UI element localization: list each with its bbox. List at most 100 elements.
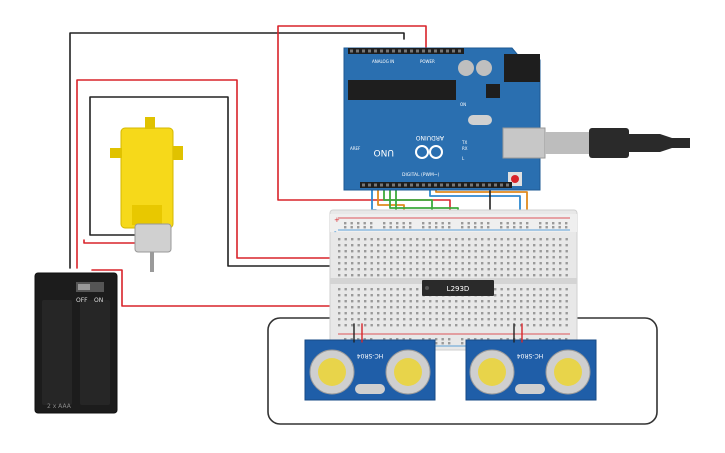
breadboard-hole <box>565 250 568 253</box>
breadboard-hole <box>416 318 419 321</box>
capacitor-2 <box>476 60 492 76</box>
model-label: UNO <box>374 147 394 157</box>
breadboard-hole <box>351 294 354 297</box>
breadboard-hole <box>468 306 471 309</box>
breadboard-hole <box>520 274 523 277</box>
rail-hole <box>467 222 470 225</box>
wire-red-motor-lead <box>83 239 136 244</box>
breadboard-hole <box>468 300 471 303</box>
breadboard-hole <box>461 300 464 303</box>
breadboard-hole <box>435 244 438 247</box>
breadboard-hole <box>539 300 542 303</box>
rail-hole <box>428 222 431 225</box>
rail-hole <box>558 222 561 225</box>
breadboard-hole <box>507 244 510 247</box>
breadboard-hole <box>565 244 568 247</box>
breadboard-hole <box>526 294 529 297</box>
breadboard-hole <box>448 244 451 247</box>
breadboard-hole <box>370 318 373 321</box>
breadboard-hole <box>507 274 510 277</box>
rail-hole <box>558 226 561 229</box>
breadboard-hole <box>474 238 477 241</box>
breadboard-hole <box>396 324 399 327</box>
rail-hole <box>428 338 431 341</box>
breadboard-hole <box>338 324 341 327</box>
breadboard-hole <box>487 238 490 241</box>
rail-hole <box>526 338 529 341</box>
breadboard-hole <box>338 300 341 303</box>
rail-hole <box>480 226 483 229</box>
header-pin <box>422 49 425 53</box>
breadboard-hole <box>539 256 542 259</box>
breadboard-hole <box>416 274 419 277</box>
breadboard-hole <box>500 250 503 253</box>
breadboard-hole <box>533 300 536 303</box>
breadboard-hole <box>416 244 419 247</box>
rail-hole <box>402 222 405 225</box>
rail-hole <box>396 338 399 341</box>
header-pin <box>350 49 353 53</box>
rail-hole <box>370 222 373 225</box>
breadboard-hole <box>403 324 406 327</box>
breadboard-hole <box>383 244 386 247</box>
power-header <box>400 48 464 54</box>
breadboard-hole <box>370 268 373 271</box>
breadboard-hole <box>370 306 373 309</box>
rail-hole <box>422 222 425 225</box>
breadboard-hole <box>513 250 516 253</box>
breadboard-hole <box>487 318 490 321</box>
breadboard-hole <box>546 312 549 315</box>
breadboard-hole <box>364 262 367 265</box>
breadboard-hole <box>338 294 341 297</box>
breadboard-hole <box>409 318 412 321</box>
breadboard-hole <box>520 294 523 297</box>
breadboard-hole <box>520 238 523 241</box>
breadboard-hole <box>559 238 562 241</box>
breadboard-hole <box>468 274 471 277</box>
rail-hole <box>480 338 483 341</box>
breadboard-hole <box>377 300 380 303</box>
breadboard-hole <box>403 312 406 315</box>
breadboard-hole <box>390 294 393 297</box>
breadboard-hole <box>344 262 347 265</box>
breadboard-hole <box>448 312 451 315</box>
rail-hole <box>545 222 548 225</box>
breadboard-hole <box>409 288 412 291</box>
header-pin <box>416 183 419 187</box>
breadboard-hole <box>357 262 360 265</box>
breadboard-hole <box>487 244 490 247</box>
breadboard-hole <box>396 288 399 291</box>
rail-hole <box>350 338 353 341</box>
breadboard-hole <box>455 238 458 241</box>
power-jack <box>504 54 540 82</box>
header-pin <box>464 183 467 187</box>
header-pin <box>428 49 431 53</box>
breadboard-hole <box>351 274 354 277</box>
battery-pack: OFF ON 2 x AAA <box>34 272 118 414</box>
breadboard-hole <box>455 306 458 309</box>
analog-header <box>348 48 420 54</box>
breadboard-hole <box>461 318 464 321</box>
breadboard-hole <box>513 288 516 291</box>
breadboard-hole <box>409 256 412 259</box>
l-label: L <box>462 156 465 161</box>
rail-hole <box>409 226 412 229</box>
breadboard-hole <box>429 312 432 315</box>
breadboard-hole <box>559 294 562 297</box>
header-pin <box>398 49 401 53</box>
breadboard-hole <box>526 268 529 271</box>
breadboard-hole <box>520 306 523 309</box>
breadboard-hole <box>546 250 549 253</box>
breadboard-hole <box>409 312 412 315</box>
breadboard-hole <box>377 324 380 327</box>
breadboard-hole <box>364 324 367 327</box>
breadboard-hole <box>422 300 425 303</box>
breadboard-hole <box>390 318 393 321</box>
breadboard-hole <box>416 294 419 297</box>
header-pin <box>482 183 485 187</box>
rail-hole <box>448 222 451 225</box>
header-pin <box>374 183 377 187</box>
breadboard-hole <box>507 250 510 253</box>
breadboard-hole <box>559 256 562 259</box>
rail-hole <box>428 226 431 229</box>
